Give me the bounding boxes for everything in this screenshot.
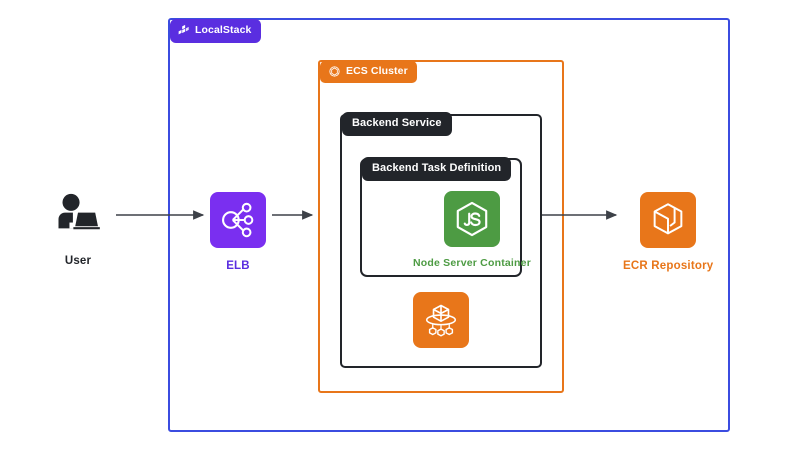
- label-localstack-text: LocalStack: [195, 24, 252, 37]
- elb-load-balancer-icon: [222, 202, 254, 238]
- label-localstack[interactable]: LocalStack: [170, 19, 262, 43]
- ecs-task-tile: [413, 292, 469, 348]
- node-ecr-repository[interactable]: ECR Repository: [623, 192, 713, 273]
- elb-tile: [210, 192, 266, 248]
- node-elb-label: ELB: [226, 260, 250, 272]
- user-at-laptop-icon: [58, 193, 100, 230]
- localstack-icon: [177, 24, 190, 37]
- label-ecs-cluster[interactable]: ECS Cluster: [320, 61, 417, 83]
- user-tile: [50, 186, 106, 242]
- label-backend-task-definition-text: Backend Task Definition: [372, 162, 502, 174]
- nodejs-icon: [456, 201, 488, 237]
- ecs-cluster-icon: [328, 65, 341, 78]
- node-node-server-container[interactable]: Node Server Container: [413, 191, 531, 269]
- label-backend-service-text: Backend Service: [352, 117, 442, 129]
- label-ecs-cluster-text: ECS Cluster: [346, 65, 408, 78]
- nodejs-tile: [443, 191, 500, 247]
- node-user-label: User: [64, 255, 92, 267]
- ecr-tile: [640, 192, 697, 248]
- ecr-repository-icon: [653, 203, 683, 235]
- node-elb[interactable]: ELB: [210, 192, 266, 273]
- ecs-task-icon: [425, 304, 457, 337]
- label-backend-task-definition[interactable]: Backend Task Definition: [362, 157, 512, 181]
- label-backend-service[interactable]: Backend Service: [342, 112, 452, 136]
- node-user[interactable]: User: [50, 186, 106, 268]
- node-node-server-container-label: Node Server Container: [413, 257, 531, 269]
- node-ecr-repository-label: ECR Repository: [623, 260, 714, 272]
- node-ecs-task[interactable]: [413, 292, 469, 348]
